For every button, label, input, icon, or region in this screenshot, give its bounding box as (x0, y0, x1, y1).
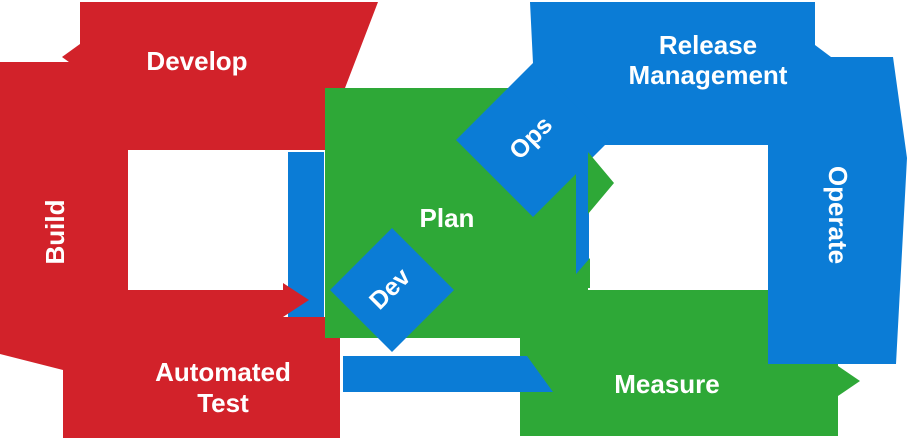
green-arrowhead-middle (564, 258, 590, 288)
red-dev-cycle-loop (0, 2, 378, 438)
green-arrowhead-plan-right (588, 152, 614, 214)
label-automated-test-line1: Automated (155, 357, 291, 387)
blue-connector-strip-middle (576, 150, 589, 280)
red-loop-bottom-band (63, 290, 340, 438)
green-measure-band (520, 290, 838, 436)
label-plan: Plan (420, 203, 475, 233)
dev-arrow-diamond (330, 228, 454, 352)
green-arrow-tips (564, 152, 860, 396)
red-loop-top-band (80, 2, 378, 150)
label-release-management-line2: Management (629, 60, 788, 90)
blue-ops-cycle-loop (330, 2, 907, 392)
label-measure: Measure (614, 369, 720, 399)
label-build: Build (40, 200, 70, 265)
blue-connector-strip-left (288, 152, 324, 332)
label-develop: Develop (146, 46, 247, 76)
green-arrowhead-measure-right (838, 366, 860, 396)
blue-loop-top-right-band (530, 2, 907, 364)
ops-arrow-diamond (456, 63, 610, 217)
red-loop-arrowhead-right (283, 283, 309, 317)
label-release-management-line1: Release (659, 30, 757, 60)
blue-bottom-band (343, 356, 553, 392)
label-automated-test-line2: Test (197, 388, 249, 418)
label-operate: Operate (823, 166, 853, 264)
